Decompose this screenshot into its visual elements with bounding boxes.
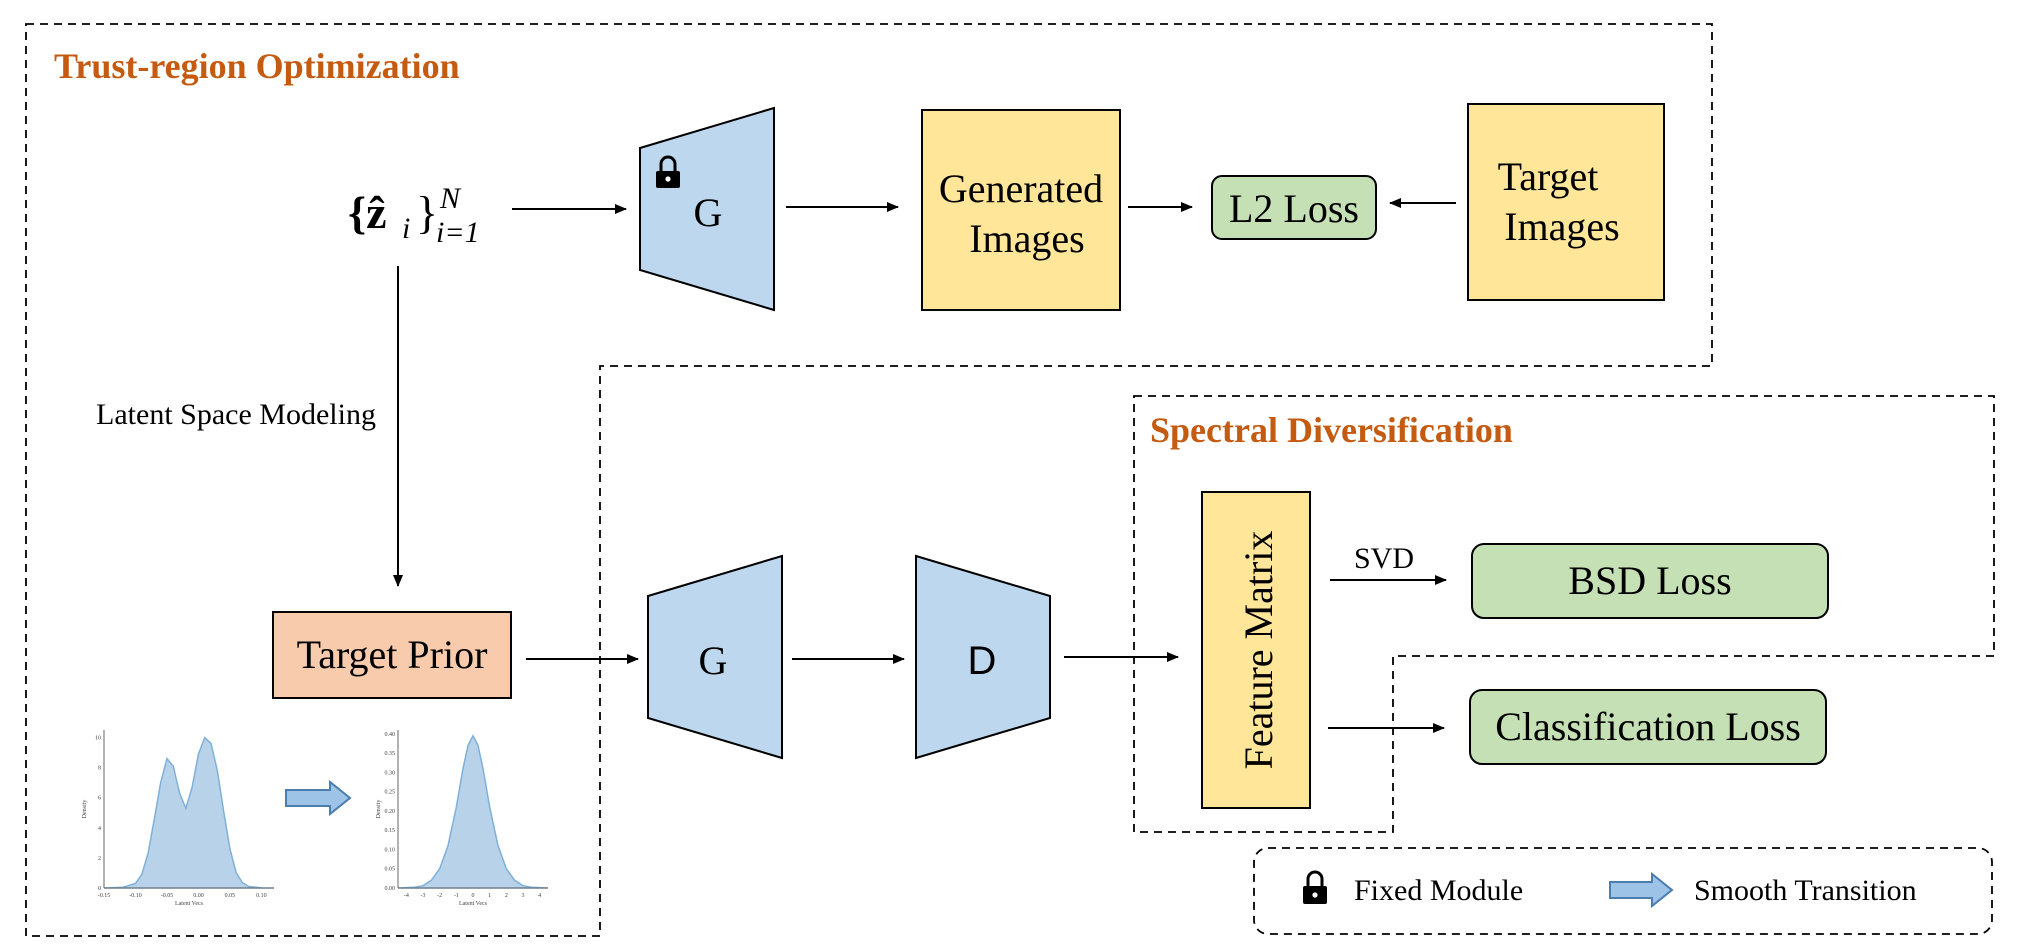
y-tick-label: 10 <box>95 736 101 742</box>
y-tick-label: 2 <box>98 856 101 862</box>
y-tick-label: 8 <box>98 766 101 772</box>
legend-box <box>1253 847 1993 935</box>
legend-lock-icon <box>1303 870 1327 904</box>
y-tick-label: 0.25 <box>385 790 396 796</box>
density-plot-gaussian: -4 -3 -2 -1 0 1 2 3 4 0.00 0.05 0.10 0.15 0.20 0.25 0.3… <box>376 730 549 907</box>
spectral-diversification-boundary <box>1133 395 1995 833</box>
svg-text:{ẑ: {ẑ <box>348 187 387 238</box>
x-tick-label: -2 <box>437 893 442 899</box>
latent-symbol-sub: i <box>402 212 410 245</box>
x-tick-label: -0.15 <box>98 893 111 899</box>
y-axis-label: Density <box>376 800 382 819</box>
generated-images-line2: Images <box>969 216 1085 261</box>
x-tick-label: -0.10 <box>129 893 142 899</box>
target-images-box <box>1467 103 1665 301</box>
legend-fixed-module: Fixed Module <box>1354 874 1523 907</box>
svd-label: SVD <box>1354 542 1414 575</box>
x-tick-label: 0.05 <box>225 893 236 899</box>
latent-symbol-base: {ẑ <box>348 187 387 238</box>
y-tick-label: 0.30 <box>385 770 396 776</box>
l2-loss-box <box>1211 175 1377 240</box>
generator-bottom-label: G <box>699 638 728 683</box>
latent-symbol-close: } <box>416 187 438 238</box>
target-images-line2: Images <box>1504 204 1620 249</box>
y-tick-label: 0.00 <box>385 886 396 892</box>
trust-region-title: Trust-region Optimization <box>54 46 460 86</box>
smooth-transition-arrow <box>285 779 352 817</box>
density-area <box>103 736 275 889</box>
feature-matrix-label: Feature Matrix <box>1236 531 1281 770</box>
density-area <box>397 734 549 889</box>
y-tick-label: 0.15 <box>385 828 396 834</box>
y-tick-label: 0 <box>98 886 101 892</box>
x-axis-label: Latent Vecs <box>459 901 488 907</box>
y-tick-label: 4 <box>98 826 101 832</box>
x-tick-label: 2 <box>505 893 508 899</box>
trust-region-boundary <box>25 23 1713 937</box>
x-tick-label: 0.10 <box>256 893 267 899</box>
density-plot-bimodal: -0.15 -0.10 -0.05 0.00 0.05 0.10 0 2 4 6 8 10Latent… <box>82 730 275 907</box>
generator-bottom-trapezoid <box>647 554 783 760</box>
legend-smooth-transition-arrow <box>1609 871 1674 909</box>
generator-top-label: G <box>694 190 723 235</box>
y-tick-label: 0.20 <box>385 809 396 815</box>
feature-matrix-box <box>1201 491 1311 809</box>
classification-loss-label: Classification Loss <box>1495 704 1801 749</box>
classification-loss-box <box>1469 689 1827 765</box>
y-tick-label: 0.10 <box>385 847 396 853</box>
x-tick-label: 4 <box>538 893 541 899</box>
lock-icon <box>656 155 680 188</box>
latent-symbol-lower: i=1 <box>436 216 480 249</box>
y-tick-label: 0.05 <box>385 867 396 873</box>
x-tick-label: -1 <box>454 893 459 899</box>
legend-smooth-transition: Smooth Transition <box>1694 874 1917 907</box>
x-tick-label: 0.00 <box>193 893 204 899</box>
spectral-diversification-title: Spectral Diversification <box>1150 410 1513 450</box>
discriminator-trapezoid <box>915 554 1051 760</box>
y-axis-label: Density <box>82 800 88 819</box>
x-tick-label: -4 <box>404 893 409 899</box>
x-tick-label: 3 <box>522 893 525 899</box>
target-prior-label: Target Prior <box>297 632 488 677</box>
generated-images-box <box>921 109 1121 311</box>
y-tick-label: 0.40 <box>385 732 396 738</box>
x-tick-label: -3 <box>421 893 426 899</box>
l2-loss-label: L2 Loss <box>1229 186 1359 231</box>
target-images-line1: Target <box>1498 154 1599 199</box>
bsd-loss-label: BSD Loss <box>1568 558 1731 603</box>
latent-space-modeling-label: Latent Space Modeling <box>96 398 376 431</box>
latent-codes-symbol: {ẑ i } N i=1 <box>348 182 480 249</box>
x-tick-label: 1 <box>488 893 491 899</box>
y-tick-label: 6 <box>98 796 101 802</box>
discriminator-label: D <box>968 639 997 683</box>
x-axis-label: Latent Vecs <box>175 901 204 907</box>
x-tick-label: -0.05 <box>161 893 174 899</box>
generated-images-line1: Generated <box>939 166 1103 211</box>
latent-symbol-sup: N <box>439 182 462 215</box>
x-tick-label: 0 <box>472 893 475 899</box>
y-tick-label: 0.35 <box>385 751 396 757</box>
target-prior-box <box>272 611 512 699</box>
bsd-loss-box <box>1471 543 1829 619</box>
